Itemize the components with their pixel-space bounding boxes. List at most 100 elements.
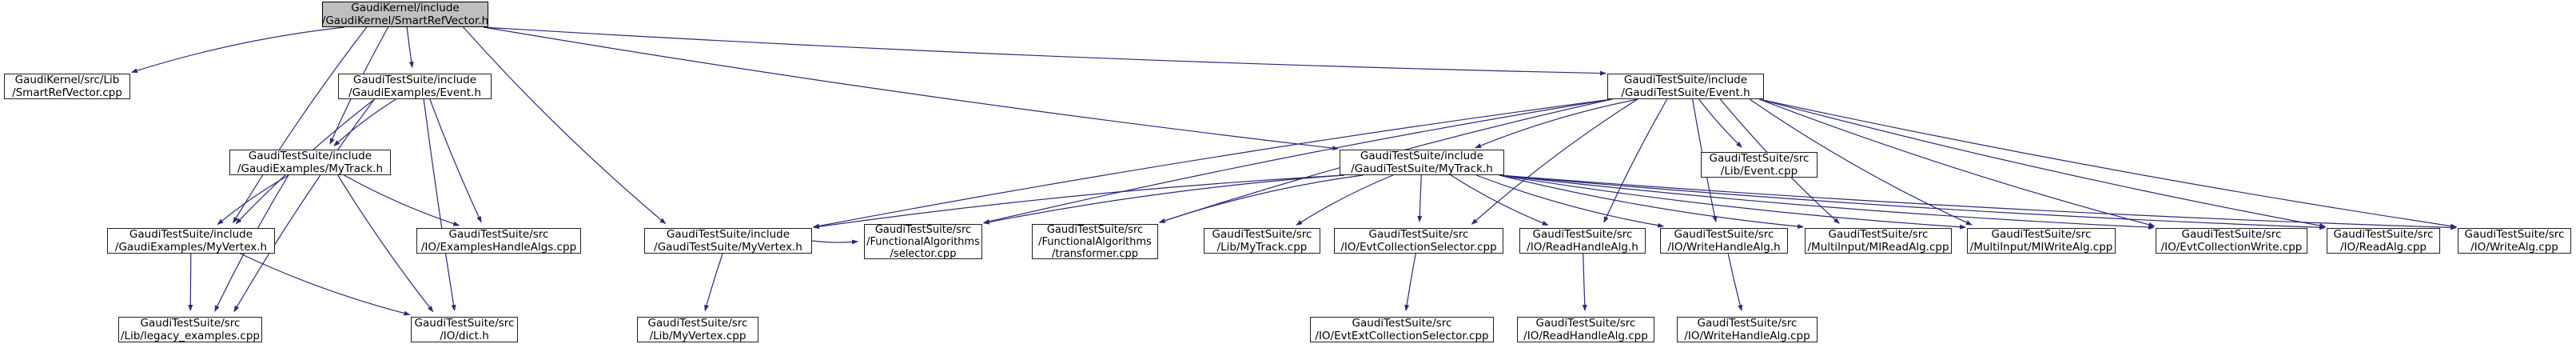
- graph-edge-testsuite_event_h-to-io_readhandlealg_h: [1603, 98, 1668, 223]
- graph-node-label-line: /Lib/Event.cpp: [1720, 165, 1798, 178]
- graph-node-label-line: /FunctionalAlgorithms: [866, 235, 980, 248]
- graph-edge-examples_mytrack_h-to-io_dict_h: [337, 174, 434, 313]
- graph-edge-io_evtcollectionselector_cpp-to-io_evtextcollectionselector_cpp: [1404, 253, 1416, 312]
- graph-node-io_evtcollectionwrite_cpp[interactable]: GaudiTestSuite/src/IO/EvtCollectionWrite…: [2156, 228, 2307, 254]
- graph-edge-testsuite_mytrack_h-to-lib_mytrack_cpp: [1296, 174, 1394, 226]
- graph-node-label-line: /Lib/MyVertex.cpp: [649, 330, 747, 342]
- graph-node-label-line: /SmartRefVector.cpp: [12, 86, 122, 99]
- graph-edge-testsuite_mytrack_h-to-mi_mireadalg_cpp: [1499, 174, 1805, 229]
- graph-node-label-line: /GaudiExamples/MyTrack.h: [237, 162, 384, 175]
- graph-edge-testsuite_mytrack_h-to-io_writealg_cpp: [1499, 174, 2458, 230]
- graph-node-label-line: GaudiTestSuite/src: [448, 228, 549, 241]
- graph-edge-testsuite_mytrack_h-to-testsuite_myvertex_h: [812, 174, 1345, 230]
- graph-node-label-line: GaudiTestSuite/src: [2333, 228, 2434, 241]
- graph-edge-examples_myvertex_h-to-lib_legacy_examples_cpp: [188, 253, 193, 311]
- graph-edge-testsuite_mytrack_h-to-io_readhandlealg_h: [1450, 174, 1549, 226]
- graph-node-label-line: /GaudiTestSuite/MyVertex.h: [654, 241, 802, 254]
- graph-node-label-line: /IO/WriteHandleAlg.h: [1667, 241, 1781, 254]
- graph-edge-smartrefvector_h-to-testsuite_mytrack_h: [483, 26, 1340, 151]
- graph-node-label-line: GaudiKernel/include: [351, 2, 460, 14]
- graph-node-label-line: GaudiTestSuite/include: [666, 228, 790, 241]
- graph-edge-testsuite_event_h-to-lib_event_cpp: [1698, 98, 1742, 148]
- graph-node-examples_myvertex_h[interactable]: GaudiTestSuite/include/GaudiExamples/MyV…: [107, 228, 275, 254]
- graph-edge-testsuite_event_h-to-fa_selector_cpp: [982, 98, 1613, 224]
- graph-node-label-line: GaudiTestSuite/src: [1697, 317, 1798, 330]
- graph-edge-testsuite_mytrack_h-to-fa_selector_cpp: [982, 174, 1345, 225]
- graph-edge-testsuite_mytrack_h-to-mi_miwritealg_cpp: [1499, 174, 1967, 230]
- graph-edge-io_writehandlealg_h-to-io_writehandlealg_cpp: [1727, 253, 1743, 312]
- graph-edge-io_readhandlealg_h-to-io_readhandlealg_cpp: [1582, 253, 1587, 312]
- graph-node-label-line: /IO/EvtCollectionSelector.cpp: [1340, 241, 1497, 254]
- graph-node-lib_myvertex_cpp[interactable]: GaudiTestSuite/src/Lib/MyVertex.cpp: [637, 317, 758, 342]
- graph-node-label-line: GaudiTestSuite/src: [1212, 228, 1312, 241]
- graph-node-io_evtextcollectionselector_cpp[interactable]: GaudiTestSuite/src/IO/EvtExtCollectionSe…: [1310, 317, 1494, 342]
- graph-node-label-line: /GaudiKernel/SmartRefVector.h: [321, 14, 489, 27]
- graph-node-label-line: GaudiTestSuite/include: [248, 150, 372, 162]
- graph-node-io_readalg_cpp[interactable]: GaudiTestSuite/src/IO/ReadAlg.cpp: [2327, 228, 2440, 254]
- graph-node-smartrefvector_h[interactable]: GaudiKernel/include/GaudiKernel/SmartRef…: [322, 2, 488, 27]
- graph-node-label-line: GaudiTestSuite/src: [1368, 228, 1469, 241]
- graph-node-fa_selector_cpp[interactable]: GaudiTestSuite/src/FunctionalAlgorithms/…: [864, 223, 982, 260]
- graph-node-label-line: GaudiTestSuite/include: [1360, 150, 1484, 162]
- graph-node-label-line: /IO/ReadHandleAlg.cpp: [1523, 330, 1648, 342]
- graph-node-smartrefvector_cpp[interactable]: GaudiKernel/src/Lib/SmartRefVector.cpp: [4, 74, 130, 99]
- graph-node-label-line: /IO/ReadHandleAlg.h: [1527, 241, 1638, 254]
- graph-node-label-line: GaudiTestSuite/src: [1352, 317, 1452, 330]
- graph-node-label-line: /IO/EvtCollectionWrite.cpp: [2160, 241, 2303, 254]
- graph-node-label-line: GaudiTestSuite/src: [1709, 152, 1810, 165]
- graph-edge-examples_mytrack_h-to-io_exampleshandlealgs_cpp: [344, 174, 460, 226]
- graph-node-label-line: /GaudiExamples/MyVertex.h: [114, 241, 268, 254]
- graph-edge-testsuite_event_h-to-io_writealg_cpp: [1758, 98, 2458, 229]
- graph-node-io_writehandlealg_cpp[interactable]: GaudiTestSuite/src/IO/WriteHandleAlg.cpp: [1677, 317, 1818, 342]
- graph-node-mi_miwritealg_cpp[interactable]: GaudiTestSuite/src/MultiInput/MIWriteAlg…: [1967, 228, 2116, 254]
- graph-edge-smartrefvector_h-to-smartrefvector_cpp: [130, 26, 344, 74]
- graph-edge-examples_mytrack_h-to-examples_myvertex_h: [217, 174, 289, 226]
- graph-node-testsuite_mytrack_h[interactable]: GaudiTestSuite/include/GaudiTestSuite/My…: [1340, 150, 1504, 175]
- graph-node-io_exampleshandlealgs_cpp[interactable]: GaudiTestSuite/src/IO/ExamplesHandleAlgs…: [416, 228, 581, 254]
- graph-node-label-line: GaudiTestSuite/src: [874, 223, 972, 236]
- graph-node-label-line: /GaudiExamples/Event.h: [348, 86, 481, 99]
- graph-edge-testsuite_event_h-to-mi_miwritealg_cpp: [1749, 98, 1973, 226]
- graph-node-lib_event_cpp[interactable]: GaudiTestSuite/src/Lib/Event.cpp: [1701, 152, 1818, 178]
- graph-edge-testsuite_mytrack_h-to-fa_transformer_cpp: [1158, 174, 1364, 223]
- graph-node-label-line: GaudiTestSuite/src: [1674, 228, 1774, 241]
- graph-node-io_readhandlealg_h[interactable]: GaudiTestSuite/src/IO/ReadHandleAlg.h: [1519, 228, 1646, 254]
- graph-node-testsuite_event_h[interactable]: GaudiTestSuite/include/GaudiTestSuite/Ev…: [1607, 74, 1764, 99]
- graph-node-label-line: GaudiTestSuite/include: [352, 74, 477, 86]
- graph-edge-examples_myvertex_h-to-io_dict_h: [240, 253, 411, 316]
- graph-node-io_dict_h[interactable]: GaudiTestSuite/src/IO/dict.h: [411, 317, 518, 342]
- graph-node-label-line: /Lib/MyTrack.cpp: [1216, 241, 1308, 254]
- graph-node-lib_legacy_examples_cpp[interactable]: GaudiTestSuite/src/Lib/legacy_examples.c…: [118, 317, 262, 342]
- graph-node-examples_event_h[interactable]: GaudiTestSuite/include/GaudiExamples/Eve…: [338, 74, 492, 99]
- graph-node-label-line: /GaudiTestSuite/MyTrack.h: [1351, 162, 1493, 175]
- graph-node-fa_transformer_cpp[interactable]: GaudiTestSuite/src/FunctionalAlgorithms/…: [1032, 223, 1158, 260]
- graph-edge-testsuite_mytrack_h-to-io_readalg_cpp: [1499, 174, 2327, 230]
- graph-node-label-line: GaudiTestSuite/src: [1828, 228, 1929, 241]
- graph-node-label-line: GaudiTestSuite/src: [647, 317, 748, 330]
- graph-node-io_writealg_cpp[interactable]: GaudiTestSuite/src/IO/WriteAlg.cpp: [2458, 228, 2571, 254]
- graph-node-io_readhandlealg_cpp[interactable]: GaudiTestSuite/src/IO/ReadHandleAlg.cpp: [1517, 317, 1654, 342]
- graph-edge-examples_event_h-to-io_exampleshandlealgs_cpp: [429, 98, 482, 223]
- graph-node-label-line: /Lib/legacy_examples.cpp: [121, 330, 260, 342]
- graph-edge-testsuite_event_h-to-io_readalg_cpp: [1758, 98, 2327, 228]
- graph-node-label-line: GaudiTestSuite/src: [1046, 223, 1144, 236]
- graph-node-label-line: GaudiTestSuite/src: [140, 317, 241, 330]
- graph-node-label-line: /IO/EvtExtCollectionSelector.cpp: [1315, 330, 1489, 342]
- graph-node-label-line: GaudiTestSuite/include: [1623, 74, 1748, 86]
- graph-node-label-line: /IO/ReadAlg.cpp: [2339, 241, 2427, 254]
- graph-node-label-line: GaudiKernel/src/Lib: [14, 74, 120, 86]
- graph-node-label-line: GaudiTestSuite/src: [2464, 228, 2565, 241]
- graph-node-io_evtcollectionselector_cpp[interactable]: GaudiTestSuite/src/IO/EvtCollectionSelec…: [1334, 228, 1503, 254]
- graph-edge-smartrefvector_h-to-testsuite_event_h: [483, 26, 1607, 76]
- graph-edge-testsuite_event_h-to-testsuite_mytrack_h: [1475, 98, 1638, 149]
- graph-node-lib_mytrack_cpp[interactable]: GaudiTestSuite/src/Lib/MyTrack.cpp: [1204, 228, 1320, 254]
- graph-node-label-line: /selector.cpp: [890, 247, 957, 260]
- graph-edge-examples_event_h-to-examples_mytrack_h: [333, 98, 396, 146]
- graph-node-mi_mireadalg_cpp[interactable]: GaudiTestSuite/src/MultiInput/MIReadAlg.…: [1805, 228, 1952, 254]
- graph-edge-testsuite_event_h-to-testsuite_myvertex_h: [812, 98, 1613, 229]
- graph-node-io_writehandlealg_h[interactable]: GaudiTestSuite/src/IO/WriteHandleAlg.h: [1660, 228, 1788, 254]
- graph-node-testsuite_myvertex_h[interactable]: GaudiTestSuite/include/GaudiTestSuite/My…: [644, 228, 812, 254]
- graph-node-examples_mytrack_h[interactable]: GaudiTestSuite/include/GaudiExamples/MyT…: [229, 150, 391, 175]
- graph-node-label-line: /MultiInput/MIReadAlg.cpp: [1807, 241, 1949, 254]
